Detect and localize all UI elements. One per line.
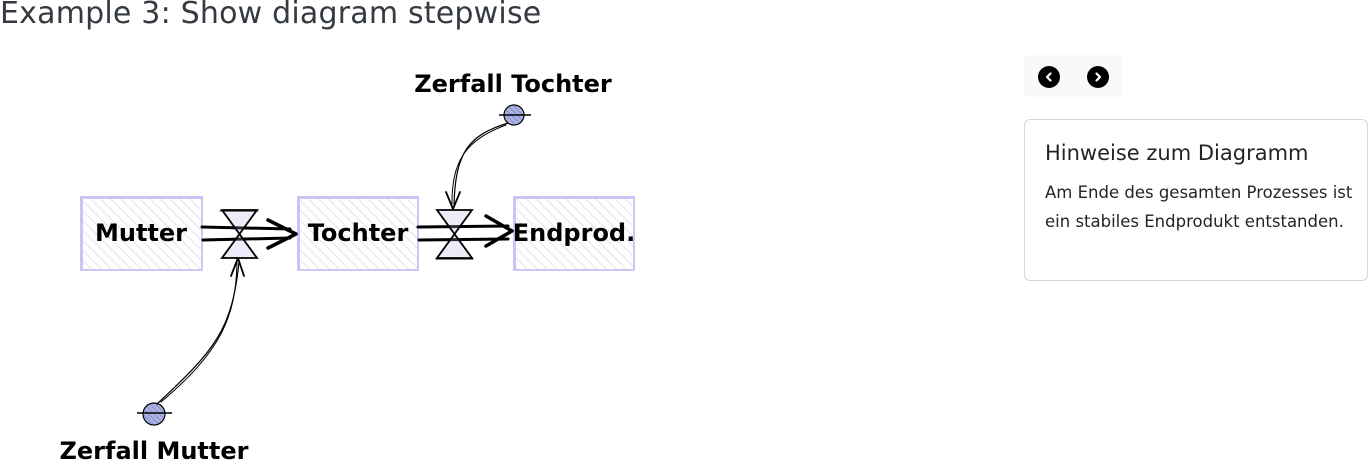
page-title: Example 3: Show diagram stepwise	[0, 0, 542, 31]
stock-mutter: Mutter	[80, 196, 203, 271]
flow-tochter-endprodukt	[416, 209, 514, 260]
cloud-label-zerfall-tochter: Zerfall Tochter	[414, 70, 612, 98]
stock-label-tochter: Tochter	[308, 219, 409, 247]
connector-zerfall-tochter	[445, 122, 509, 210]
cloud-zerfall-mutter: Zerfall Mutter	[60, 402, 249, 461]
flow-mutter-tochter	[200, 209, 298, 259]
connector-zerfall-mutter	[156, 257, 245, 405]
stock-tochter: Tochter	[297, 196, 419, 271]
chevron-right-icon	[1095, 72, 1102, 82]
stock-endprodukt: Endprod.	[513, 196, 635, 271]
step-navigation	[1024, 55, 1122, 97]
stock-label-endprodukt: Endprod.	[513, 219, 635, 247]
previous-step-button[interactable]	[1038, 66, 1060, 88]
cloud-label-zerfall-mutter: Zerfall Mutter	[60, 437, 249, 461]
notes-title: Hinweise zum Diagramm	[1045, 141, 1309, 165]
notes-text: Am Ende des gesamten Prozesses ist ein s…	[1045, 183, 1353, 231]
chevron-left-icon	[1045, 72, 1052, 82]
notes-card: Hinweise zum Diagramm Am Ende des gesamt…	[1024, 119, 1368, 281]
next-step-button[interactable]	[1087, 66, 1109, 88]
stock-label-mutter: Mutter	[95, 219, 187, 247]
cloud-zerfall-tochter: Zerfall Tochter	[414, 70, 612, 126]
stock-flow-diagram: Mutter Tochter Endprod.	[0, 50, 720, 461]
